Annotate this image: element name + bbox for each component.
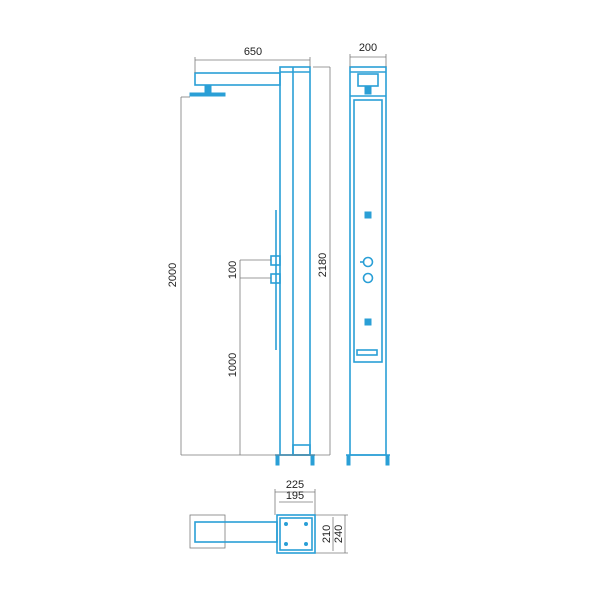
side-view — [189, 66, 315, 466]
dim-195: 195 — [286, 490, 304, 502]
body-jet-upper — [364, 211, 372, 219]
control-panel — [353, 99, 383, 363]
dim-225: 225 — [286, 479, 304, 491]
shower-head-connector — [204, 84, 212, 94]
dim-240: 240 — [333, 525, 345, 543]
dim-200: 200 — [359, 42, 377, 54]
dimension-lines — [180, 54, 387, 554]
dim-2000: 2000 — [167, 263, 179, 287]
diverter-knob — [362, 272, 374, 284]
dim-650: 650 — [244, 46, 262, 58]
column-front — [349, 66, 387, 456]
dim-2180: 2180 — [317, 253, 329, 277]
body-jet-lower — [364, 318, 372, 326]
plan-view — [189, 514, 316, 554]
top-display — [357, 73, 379, 87]
mixer-knob — [362, 256, 374, 268]
arm-plan — [194, 521, 278, 543]
column-side — [279, 66, 311, 456]
shower-head — [189, 92, 226, 97]
dim-210: 210 — [321, 525, 333, 543]
display-panel — [356, 349, 378, 356]
foot-right — [310, 455, 315, 466]
dim-100: 100 — [227, 261, 239, 279]
front-view — [346, 66, 390, 466]
column-plan — [276, 514, 316, 554]
shower-arm — [194, 72, 281, 86]
foot-left — [275, 455, 280, 466]
dim-1000: 1000 — [227, 353, 239, 377]
